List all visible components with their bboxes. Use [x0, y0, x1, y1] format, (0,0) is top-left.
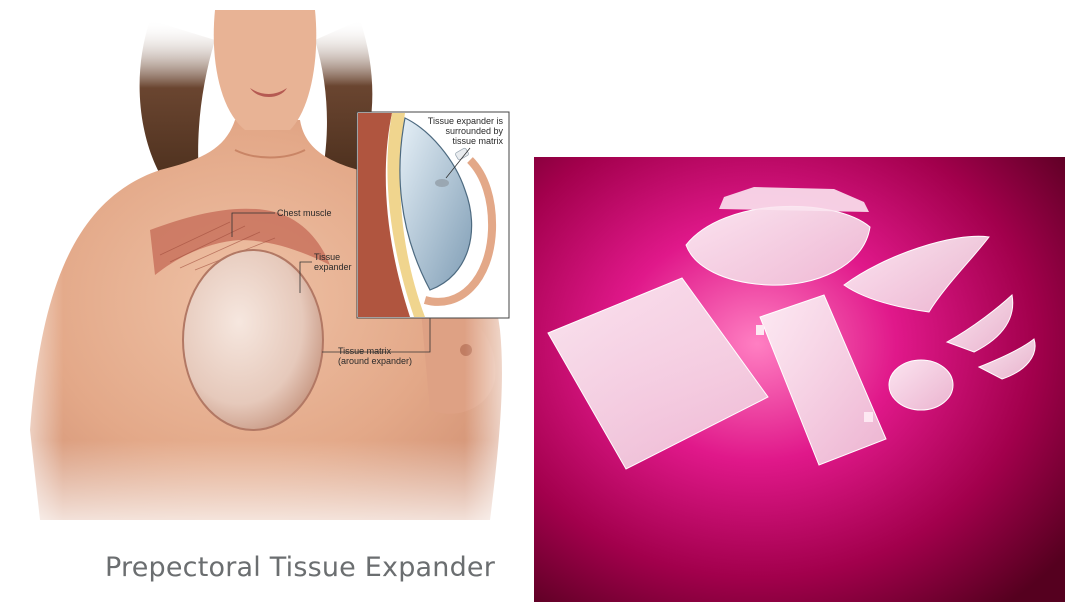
label-inset: Tissue expander is surrounded by tissue … — [407, 116, 503, 146]
label-inset-line2: surrounded by — [407, 126, 503, 136]
label-chest-muscle-text: Chest muscle — [277, 208, 332, 218]
label-tissue-expander: Tissue expander — [314, 252, 352, 272]
breast-illustration — [0, 0, 528, 602]
label-chest-muscle: Chest muscle — [277, 208, 332, 218]
diagram-caption: Prepectoral Tissue Expander — [105, 552, 525, 583]
label-tissue-expander-line2: expander — [314, 262, 352, 272]
tissue-matrix-sheets — [534, 157, 1065, 602]
label-tissue-expander-line1: Tissue — [314, 252, 352, 262]
label-inset-line1: Tissue expander is — [407, 116, 503, 126]
label-inset-line3: tissue matrix — [407, 136, 503, 146]
label-tissue-matrix-line1: Tissue matrix — [338, 346, 412, 356]
label-tissue-matrix-line2: (around expander) — [338, 356, 412, 366]
tissue-matrix-photo — [534, 157, 1065, 602]
illustration-panel: Chest muscle Tissue expander Tissue matr… — [0, 0, 528, 602]
label-tissue-matrix: Tissue matrix (around expander) — [338, 346, 412, 366]
